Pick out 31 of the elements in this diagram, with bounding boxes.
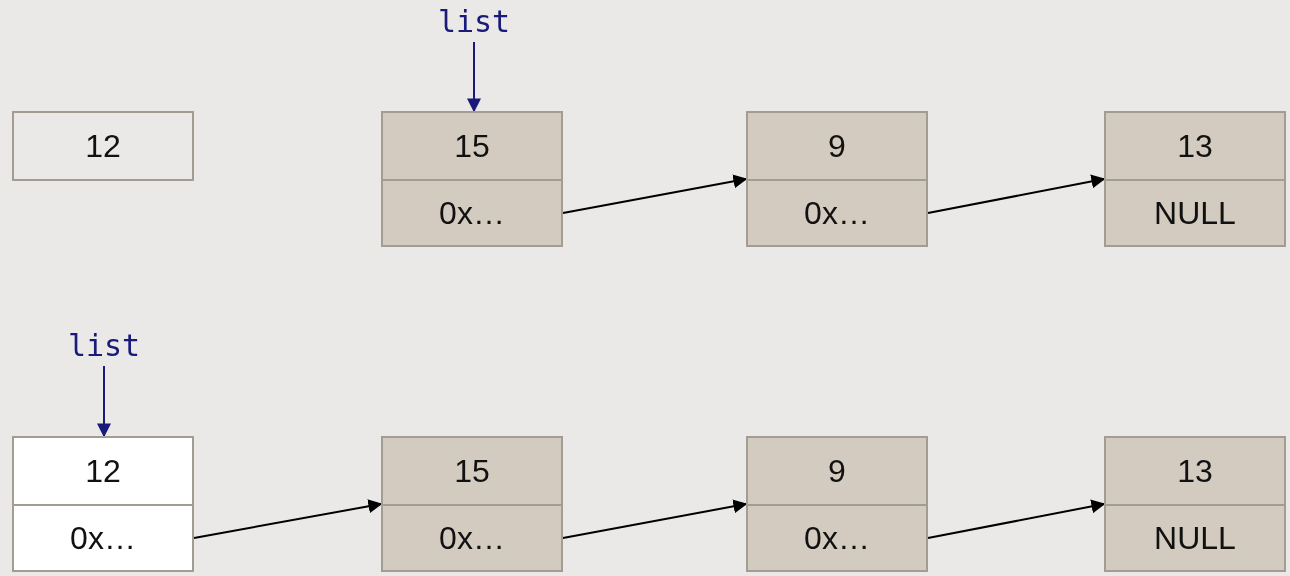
pointer-field: 0x…: [383, 504, 561, 570]
pointer-field: 0x…: [14, 504, 192, 570]
value-field: 12: [14, 438, 192, 504]
value-field: 12: [14, 113, 192, 179]
arrow: [467, 41, 481, 113]
value-field: 13: [1106, 438, 1284, 504]
pointer-field: NULL: [1106, 179, 1284, 245]
list-node: [1104, 436, 1286, 572]
pointer-field: 0x…: [748, 179, 926, 245]
value-field: 9: [748, 113, 926, 179]
arrow: [562, 174, 748, 214]
arrow: [97, 365, 111, 438]
pointer-field: 0x…: [383, 179, 561, 245]
pointer-field: 0x…: [748, 504, 926, 570]
arrow: [927, 499, 1106, 539]
list-node: [746, 111, 928, 247]
list-node: [381, 436, 563, 572]
list-node: [381, 111, 563, 247]
arrow: [193, 499, 383, 539]
value-field: 13: [1106, 113, 1284, 179]
list-node: [12, 436, 194, 572]
pointer-label: list: [414, 4, 534, 39]
value-field: 9: [748, 438, 926, 504]
list-node: [1104, 111, 1286, 247]
value-field: 15: [383, 113, 561, 179]
list-node: [746, 436, 928, 572]
arrow: [927, 174, 1106, 214]
pointer-label: list: [44, 328, 164, 363]
pointer-field: NULL: [1106, 504, 1284, 570]
value-field: 15: [383, 438, 561, 504]
arrow: [562, 499, 748, 539]
